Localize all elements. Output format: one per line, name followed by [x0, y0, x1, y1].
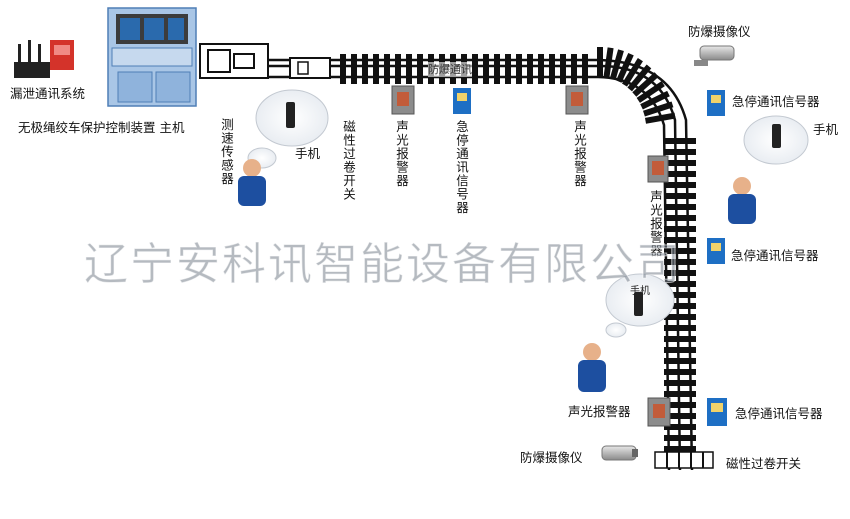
label-camera-bottom: 防爆摄像仪 — [520, 450, 583, 465]
label-alarm-vertical: 声光报警器 — [648, 190, 663, 258]
label-leak-comm: 漏泄通讯系统 — [10, 86, 86, 101]
label-controller: 无极绳绞车保护控制装置 主机 — [18, 120, 185, 135]
label-alarm-1: 声光报警器 — [394, 120, 409, 188]
track-sleeper — [571, 54, 577, 84]
track-sleeper — [582, 54, 588, 84]
label-alarm-2: 声光报警器 — [572, 120, 587, 188]
worker-left — [238, 159, 266, 206]
alarm-device-1 — [391, 85, 415, 115]
track-sleeper — [664, 314, 696, 320]
track-sleeper — [664, 237, 696, 243]
track-sleeper — [494, 54, 500, 84]
label-speed-sensor: 测速传感器 — [219, 118, 234, 186]
track-sleeper — [516, 54, 522, 84]
track-sleeper — [609, 49, 624, 80]
track-sleeper — [362, 54, 368, 84]
track-sleeper — [644, 112, 676, 124]
leak-comm-device — [14, 40, 74, 78]
track-sleeper — [373, 54, 379, 84]
label-handset-mid: 手机 — [630, 286, 650, 297]
track-sleeper — [664, 204, 696, 210]
track-sleeper — [538, 54, 544, 84]
estop-device-2 — [707, 90, 725, 116]
camera-bottom — [601, 445, 638, 461]
watermark: 辽宁安科讯智能设备有限公司 — [84, 239, 682, 291]
track-sleeper — [340, 54, 346, 84]
track-sleeper — [664, 347, 696, 353]
label-magnetic-switch-bottom: 磁性过卷开关 — [726, 456, 802, 471]
track-sleeper — [395, 54, 401, 84]
label-handset-right: 手机 — [813, 122, 839, 137]
camera-top — [694, 45, 735, 66]
track-sleeper — [664, 270, 696, 276]
track-sleeper — [664, 193, 696, 199]
winch-machine — [199, 43, 331, 79]
track-sleeper — [505, 54, 511, 84]
track-sleeper — [351, 54, 357, 84]
alarm-device-2 — [565, 85, 589, 115]
control-cabinet — [107, 7, 197, 107]
handset-cloud-mid — [605, 273, 675, 338]
track-rail-far — [200, 58, 694, 471]
estop-device-4 — [707, 398, 727, 426]
handset-cloud-left — [247, 89, 329, 169]
label-alarm-bottom: 声光报警器 — [568, 404, 631, 419]
track-sleeper — [664, 259, 696, 265]
track-sleeper — [406, 54, 412, 84]
worker-mid — [578, 343, 606, 392]
label-estop-bottom: 急停通讯信号器 — [735, 406, 823, 421]
label-estop-right-2: 急停通讯信号器 — [731, 248, 819, 263]
track-sleeper — [664, 149, 696, 155]
label-handset-left: 手机 — [295, 146, 321, 161]
track-sleeper — [664, 226, 696, 232]
track-sleeper — [664, 160, 696, 166]
track-sleeper — [632, 72, 659, 97]
track-sleeper — [560, 54, 566, 84]
track-sleeper — [664, 182, 696, 188]
track-sleeper — [483, 54, 489, 84]
estop-device-1 — [453, 88, 471, 114]
estop-device-3 — [707, 238, 725, 264]
track-sleeper — [664, 171, 696, 177]
track-sleeper — [664, 369, 696, 375]
track-sleeper — [597, 47, 603, 77]
track-sleeper — [664, 336, 696, 342]
label-track-text: 防爆通讯 — [428, 62, 472, 77]
alarm-device-4 — [647, 397, 671, 427]
track-sleeper — [417, 54, 423, 84]
label-estop-right-1: 急停通讯信号器 — [732, 94, 820, 109]
track-sleeper — [664, 215, 696, 221]
track-sleeper — [472, 54, 478, 84]
track-sleeper — [664, 138, 696, 144]
track-rail-outer — [200, 64, 682, 471]
label-camera-top: 防爆摄像仪 — [688, 24, 751, 39]
label-magnetic-switch-top: 磁性过卷开关 — [341, 120, 356, 201]
track-sleeper — [664, 281, 696, 287]
track-sleeper — [664, 358, 696, 364]
track-sleeper — [384, 54, 390, 84]
track-sleeper — [664, 292, 696, 298]
handset-cloud-right — [743, 115, 809, 165]
track-rail-inner — [200, 75, 671, 471]
track-sleeper — [549, 54, 555, 84]
label-estop-1: 急停通讯信号器 — [454, 120, 469, 215]
track-sleeper — [664, 303, 696, 309]
track-sleeper — [527, 54, 533, 84]
track-sleeper — [664, 248, 696, 254]
track-sleeper — [664, 325, 696, 331]
track-sleeper — [640, 90, 670, 110]
magnetic-switch-bottom-device — [654, 451, 714, 469]
track-sleeper — [603, 47, 614, 78]
alarm-device-3 — [647, 155, 669, 183]
worker-right — [728, 177, 756, 224]
